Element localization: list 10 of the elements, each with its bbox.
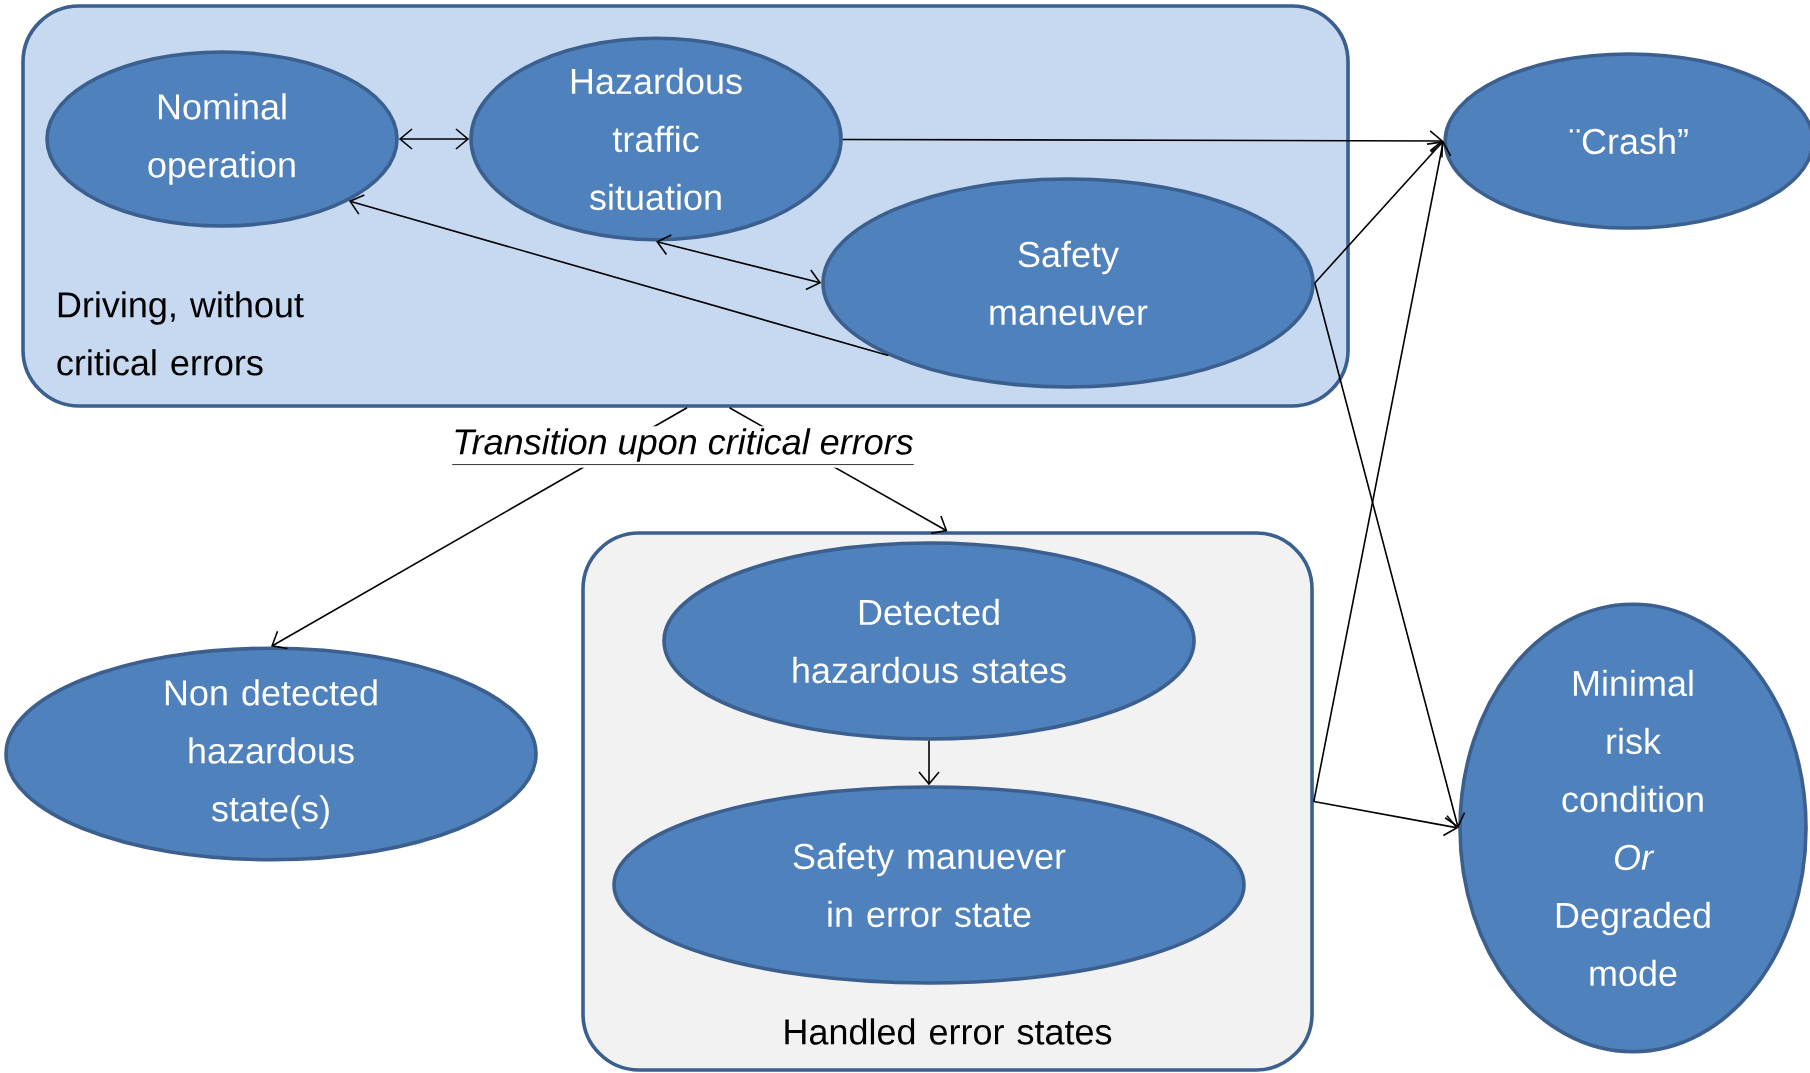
transition-label: Transition upon critical errors: [450, 426, 916, 468]
arrow: [842, 130, 1444, 152]
arrow: [1314, 282, 1466, 828]
arrow: [1313, 141, 1452, 803]
arrow: [398, 128, 470, 150]
arrow: [1314, 141, 1444, 284]
arrow: [918, 740, 940, 786]
arrow: [656, 234, 822, 291]
arrow: [1313, 800, 1459, 837]
arrow: [348, 194, 890, 357]
